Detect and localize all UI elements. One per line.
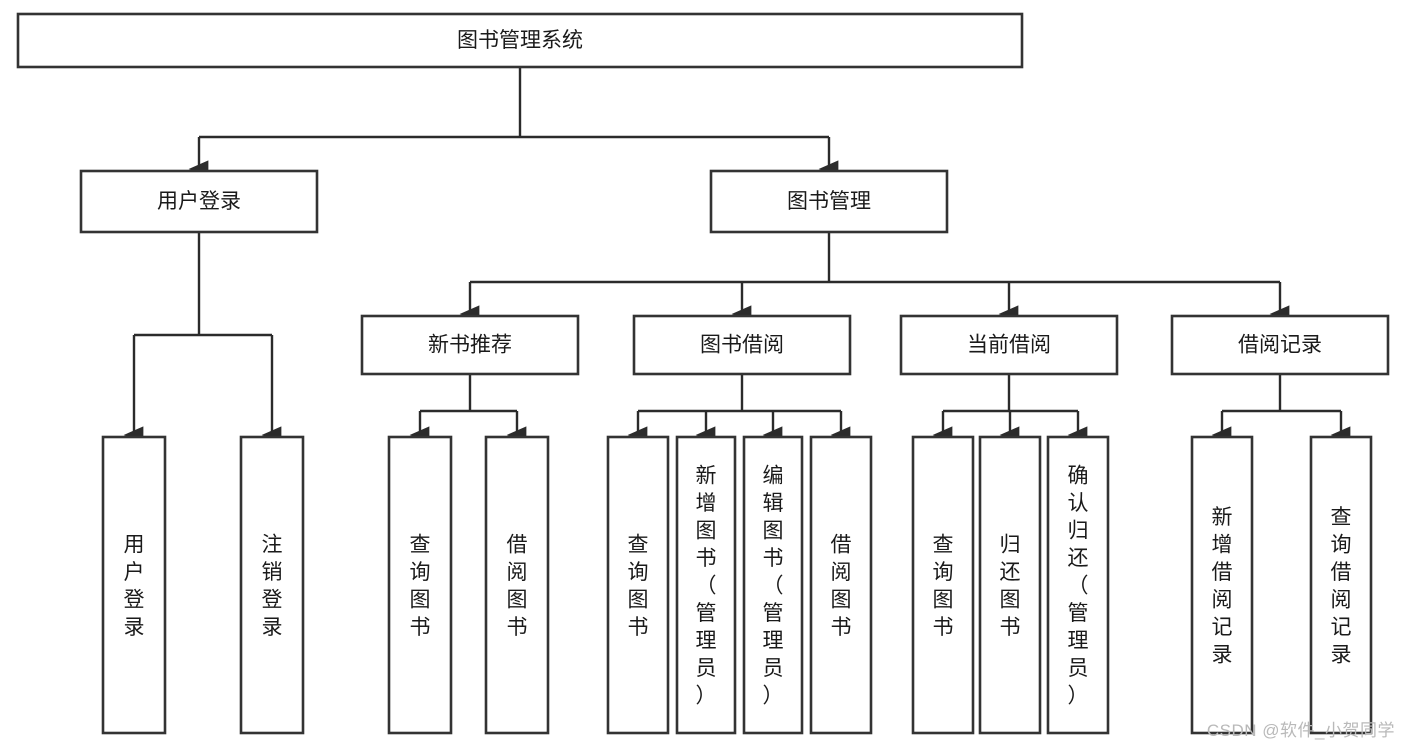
node-box-leaf-add-record [1190,435,1254,735]
edge-group-user-login [123,232,282,444]
node-box-root [16,12,1024,69]
edge-group-new-book-recommend [409,374,527,444]
node-box-leaf-query-book-1 [387,435,453,735]
node-box-leaf-query-book-2 [606,435,670,735]
node-label-leaf-borrow-book-2: 借阅图书 [831,533,852,639]
node-label-root: 图书管理系统 [457,29,583,52]
node-book-borrow[interactable]: 图书借阅 [632,314,852,376]
node-label-leaf-query-book-2: 查询图书 [628,533,649,639]
edge-group-current-borrow [932,374,1088,444]
node-box-leaf-return-book [978,435,1042,735]
node-leaf-query-book-2[interactable]: 查询图书 [606,435,670,735]
node-leaf-user-login[interactable]: 用户登录 [101,435,167,735]
node-leaf-borrow-book-1[interactable]: 借阅图书 [484,435,550,735]
node-box-current-borrow [899,314,1119,376]
node-label-leaf-query-book-3: 查询图书 [933,533,954,639]
node-leaf-return-book[interactable]: 归还图书 [978,435,1042,735]
node-leaf-add-record[interactable]: 新增借阅记录 [1190,435,1254,735]
node-box-leaf-user-login [101,435,167,735]
node-label-user-login: 用户登录 [157,190,241,213]
node-new-book-recommend[interactable]: 新书推荐 [360,314,580,376]
connector-layer [123,67,1351,444]
edge-group-book-borrow [627,374,851,444]
node-box-leaf-query-book-3 [911,435,975,735]
node-leaf-user-logout[interactable]: 注销登录 [239,435,305,735]
node-label-leaf-borrow-book-1: 借阅图书 [507,533,528,639]
node-user-login[interactable]: 用户登录 [79,169,319,234]
node-label-borrow-record: 借阅记录 [1238,334,1322,357]
node-borrow-record[interactable]: 借阅记录 [1170,314,1390,376]
edge-group-root [188,67,839,178]
node-box-book-borrow [632,314,852,376]
node-label-leaf-add-record: 新增借阅记录 [1212,506,1233,667]
watermark-text: CSDN @软件_小贺同学 [1206,721,1395,740]
node-leaf-edit-book[interactable]: 编辑图书（管理员） [742,435,804,735]
node-layer: 图书管理系统用户登录图书管理新书推荐图书借阅当前借阅借阅记录用户登录注销登录查询… [16,12,1390,735]
node-box-leaf-user-logout [239,435,305,735]
node-box-borrow-record [1170,314,1390,376]
node-label-leaf-edit-book: 编辑图书（管理员） [763,465,784,708]
node-leaf-query-book-3[interactable]: 查询图书 [911,435,975,735]
node-box-leaf-add-book [675,435,737,735]
node-box-leaf-edit-book [742,435,804,735]
node-leaf-query-record[interactable]: 查询借阅记录 [1309,435,1373,735]
node-box-leaf-borrow-book-1 [484,435,550,735]
node-label-leaf-add-book: 新增图书（管理员） [696,465,717,708]
node-label-book-manage: 图书管理 [787,190,871,213]
node-label-leaf-user-logout: 注销登录 [262,533,283,639]
edge-group-borrow-record [1211,374,1351,444]
node-box-user-login [79,169,319,234]
node-label-leaf-query-book-1: 查询图书 [410,533,431,639]
node-label-leaf-confirm-return: 确认归还（管理员） [1068,465,1089,708]
node-label-new-book-recommend: 新书推荐 [428,334,512,357]
node-box-leaf-confirm-return [1046,435,1110,735]
node-box-leaf-borrow-book-2 [809,435,873,735]
node-leaf-add-book[interactable]: 新增图书（管理员） [675,435,737,735]
node-leaf-confirm-return[interactable]: 确认归还（管理员） [1046,435,1110,735]
node-label-leaf-return-book: 归还图书 [1000,533,1021,639]
node-current-borrow[interactable]: 当前借阅 [899,314,1119,376]
node-root[interactable]: 图书管理系统 [16,12,1024,69]
node-box-new-book-recommend [360,314,580,376]
node-box-book-manage [709,169,949,234]
node-label-book-borrow: 图书借阅 [700,334,784,357]
node-book-manage[interactable]: 图书管理 [709,169,949,234]
node-label-leaf-query-record: 查询借阅记录 [1331,506,1352,667]
edge-group-book-manage [459,232,1290,323]
node-label-current-borrow: 当前借阅 [967,334,1051,357]
node-leaf-borrow-book-2[interactable]: 借阅图书 [809,435,873,735]
node-box-leaf-query-record [1309,435,1373,735]
node-leaf-query-book-1[interactable]: 查询图书 [387,435,453,735]
node-label-leaf-user-login: 用户登录 [124,533,145,639]
